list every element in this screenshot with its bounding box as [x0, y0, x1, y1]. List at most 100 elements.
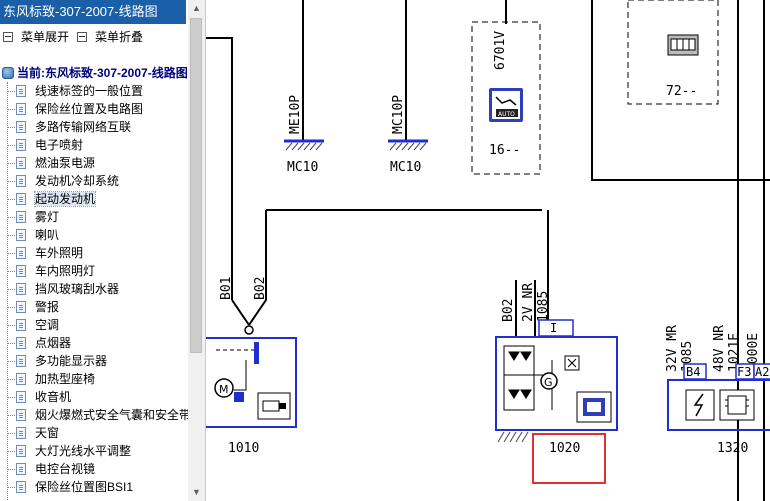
document-icon	[16, 84, 26, 97]
ground-hatch-1	[285, 142, 323, 151]
tree-item[interactable]: 多路传输网络互联	[8, 118, 131, 136]
document-icon	[16, 174, 26, 187]
tree-item[interactable]: 保险丝位置及电路图	[8, 100, 143, 118]
wire-label-b02: B02	[253, 277, 268, 300]
document-icon	[16, 210, 26, 223]
motor-terminal	[234, 392, 244, 402]
document-icon	[16, 246, 26, 259]
tree-item[interactable]: 多功能显示器	[8, 352, 107, 370]
ground-pin-label-2: MC10P	[391, 95, 406, 134]
component-1320-box	[667, 379, 770, 431]
component-code-1020: 1020	[549, 441, 580, 456]
tree-item[interactable]: 天窗	[8, 424, 59, 442]
tree-item[interactable]: 车外照明	[8, 244, 83, 262]
tree-item-label: 电子喷射	[35, 138, 84, 152]
tree-item[interactable]: 烟火爆燃式安全气囊和安全带	[8, 406, 191, 424]
tree-connector	[8, 451, 15, 453]
wire-label-48v-nr: 48V NR	[712, 325, 727, 372]
tree-item-label: 雾灯	[35, 210, 60, 224]
document-icon	[16, 102, 26, 115]
wire-label-b01: B01	[219, 277, 234, 300]
tree-item[interactable]: 加热型座椅	[8, 370, 95, 388]
tree-item[interactable]: 挡风玻璃刮水器	[8, 280, 119, 298]
expand-menu-button[interactable]: 菜单展开	[3, 29, 69, 45]
tree-item[interactable]: 警报	[8, 298, 59, 316]
document-icon	[16, 426, 26, 439]
tree-item-label: 多路传输网络互联	[35, 120, 132, 134]
document-icon	[16, 300, 26, 313]
tree-item[interactable]: 喇叭	[8, 226, 59, 244]
wire-label-b02-mid: B02	[501, 299, 516, 322]
tree-item[interactable]: 保险丝位置图BSI1	[8, 478, 133, 496]
relay-wire-label: 6701V	[493, 31, 508, 70]
tree-item-label: 点烟器	[35, 336, 72, 350]
component-1020-box	[495, 336, 618, 431]
auto-relay-icon: AUTO	[489, 88, 523, 122]
tree-item-label: 车外照明	[35, 246, 84, 260]
wire-b01	[206, 37, 233, 300]
tree-item-label: 车内照明灯	[35, 264, 96, 278]
tree-item[interactable]: 收音机	[8, 388, 71, 406]
document-icon	[16, 372, 26, 385]
tree-item[interactable]: 大灯光线水平调整	[8, 442, 131, 460]
scroll-down-icon[interactable]: ▼	[188, 484, 205, 501]
scrollbar[interactable]: ▲ ▼	[188, 0, 205, 501]
tree-connector	[8, 325, 15, 327]
tree-root[interactable]: 当前:东风标致-307-2007-线路图	[2, 64, 188, 82]
collapse-menu-button[interactable]: 菜单折叠	[77, 29, 143, 45]
wire-label-32v-mr: 32V MR	[665, 325, 680, 372]
switch-contact	[254, 342, 259, 364]
scrollbar-thumb[interactable]	[190, 18, 202, 353]
document-icon	[16, 354, 26, 367]
alternator-icon-letter: G	[544, 376, 553, 389]
document-icon	[16, 408, 26, 421]
pin-label-f3: F3	[737, 365, 751, 379]
document-icon	[16, 462, 26, 475]
document-icon	[16, 318, 26, 331]
ground-code-label-2: MC10	[390, 160, 421, 175]
tree-item-label: 保险丝位置图BSI1	[35, 480, 134, 494]
tree-item-label: 收音机	[35, 390, 72, 404]
scroll-up-icon[interactable]: ▲	[188, 0, 205, 17]
tree-connector	[8, 469, 15, 471]
tree-item[interactable]: 起动发动机	[8, 190, 97, 208]
expand-menu-label: 菜单展开	[21, 30, 70, 44]
ground-hatch-2	[389, 142, 427, 151]
document-icon	[16, 138, 26, 151]
tree-item[interactable]: 雾灯	[8, 208, 59, 226]
tree-item-label: 警报	[35, 300, 60, 314]
tree-connector	[8, 91, 15, 93]
tree-item[interactable]: 点烟器	[8, 334, 71, 352]
tree-item[interactable]: 电控台视镜	[8, 460, 95, 478]
highlight-box	[532, 433, 606, 484]
document-icon	[16, 192, 26, 205]
document-icon	[16, 480, 26, 493]
tree-item[interactable]: 空调	[8, 316, 59, 334]
document-icon	[16, 120, 26, 133]
wire-b02-left	[248, 210, 267, 326]
tree-item[interactable]: 发动机冷却系统	[8, 172, 119, 190]
tree-item-label: 起动发动机	[33, 191, 97, 207]
module-code-72: 72--	[666, 84, 697, 99]
wiring-diagram: ME10P MC10 MC10P MC10 6701V AUTO 16--	[206, 0, 770, 501]
component-1010-box	[206, 337, 297, 428]
tree-connector	[8, 379, 15, 381]
tree-item-label: 多功能显示器	[35, 354, 108, 368]
tree-item[interactable]: 燃油泵电源	[8, 154, 95, 172]
wiring-diagram-svg: ME10P MC10 MC10P MC10 6701V AUTO 16--	[206, 0, 770, 501]
tree-item-label: 大灯光线水平调整	[35, 444, 132, 458]
starter-icon	[257, 392, 291, 420]
ground-hatch-1020	[497, 431, 529, 443]
wire-right-upper	[591, 0, 770, 181]
component-code-1320: 1320	[717, 441, 748, 456]
tree-item[interactable]: 车内照明灯	[8, 262, 95, 280]
svg-text:AUTO: AUTO	[498, 111, 515, 118]
relay-code-label: 16--	[489, 143, 520, 158]
tree-connector	[8, 199, 15, 201]
toolbar: 菜单展开 菜单折叠	[0, 27, 186, 47]
motor-icon	[214, 378, 234, 398]
tree-item[interactable]: 电子喷射	[8, 136, 83, 154]
tree-item[interactable]: 线速标签的一般位置	[8, 82, 143, 100]
tree-item-label: 燃油泵电源	[35, 156, 96, 170]
left-panel: 东风标致-307-2007-线路图 菜单展开 菜单折叠 当前:东风标致-307-…	[0, 0, 206, 501]
